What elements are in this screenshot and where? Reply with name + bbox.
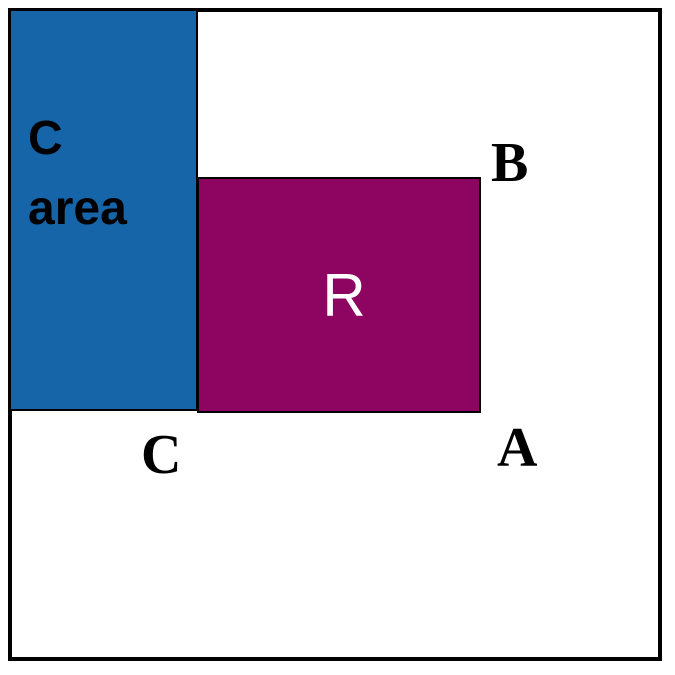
corner-label-c: C: [141, 424, 182, 486]
r-region: R: [197, 177, 481, 413]
c-area-label-line2: area: [28, 182, 127, 235]
r-region-label: R: [322, 262, 366, 329]
corner-label-b: B: [491, 132, 529, 194]
c-area-region: [11, 11, 198, 411]
corner-label-a: A: [497, 417, 538, 479]
c-area-label-line1: C: [28, 112, 63, 165]
c-area-label: C area: [28, 104, 127, 244]
